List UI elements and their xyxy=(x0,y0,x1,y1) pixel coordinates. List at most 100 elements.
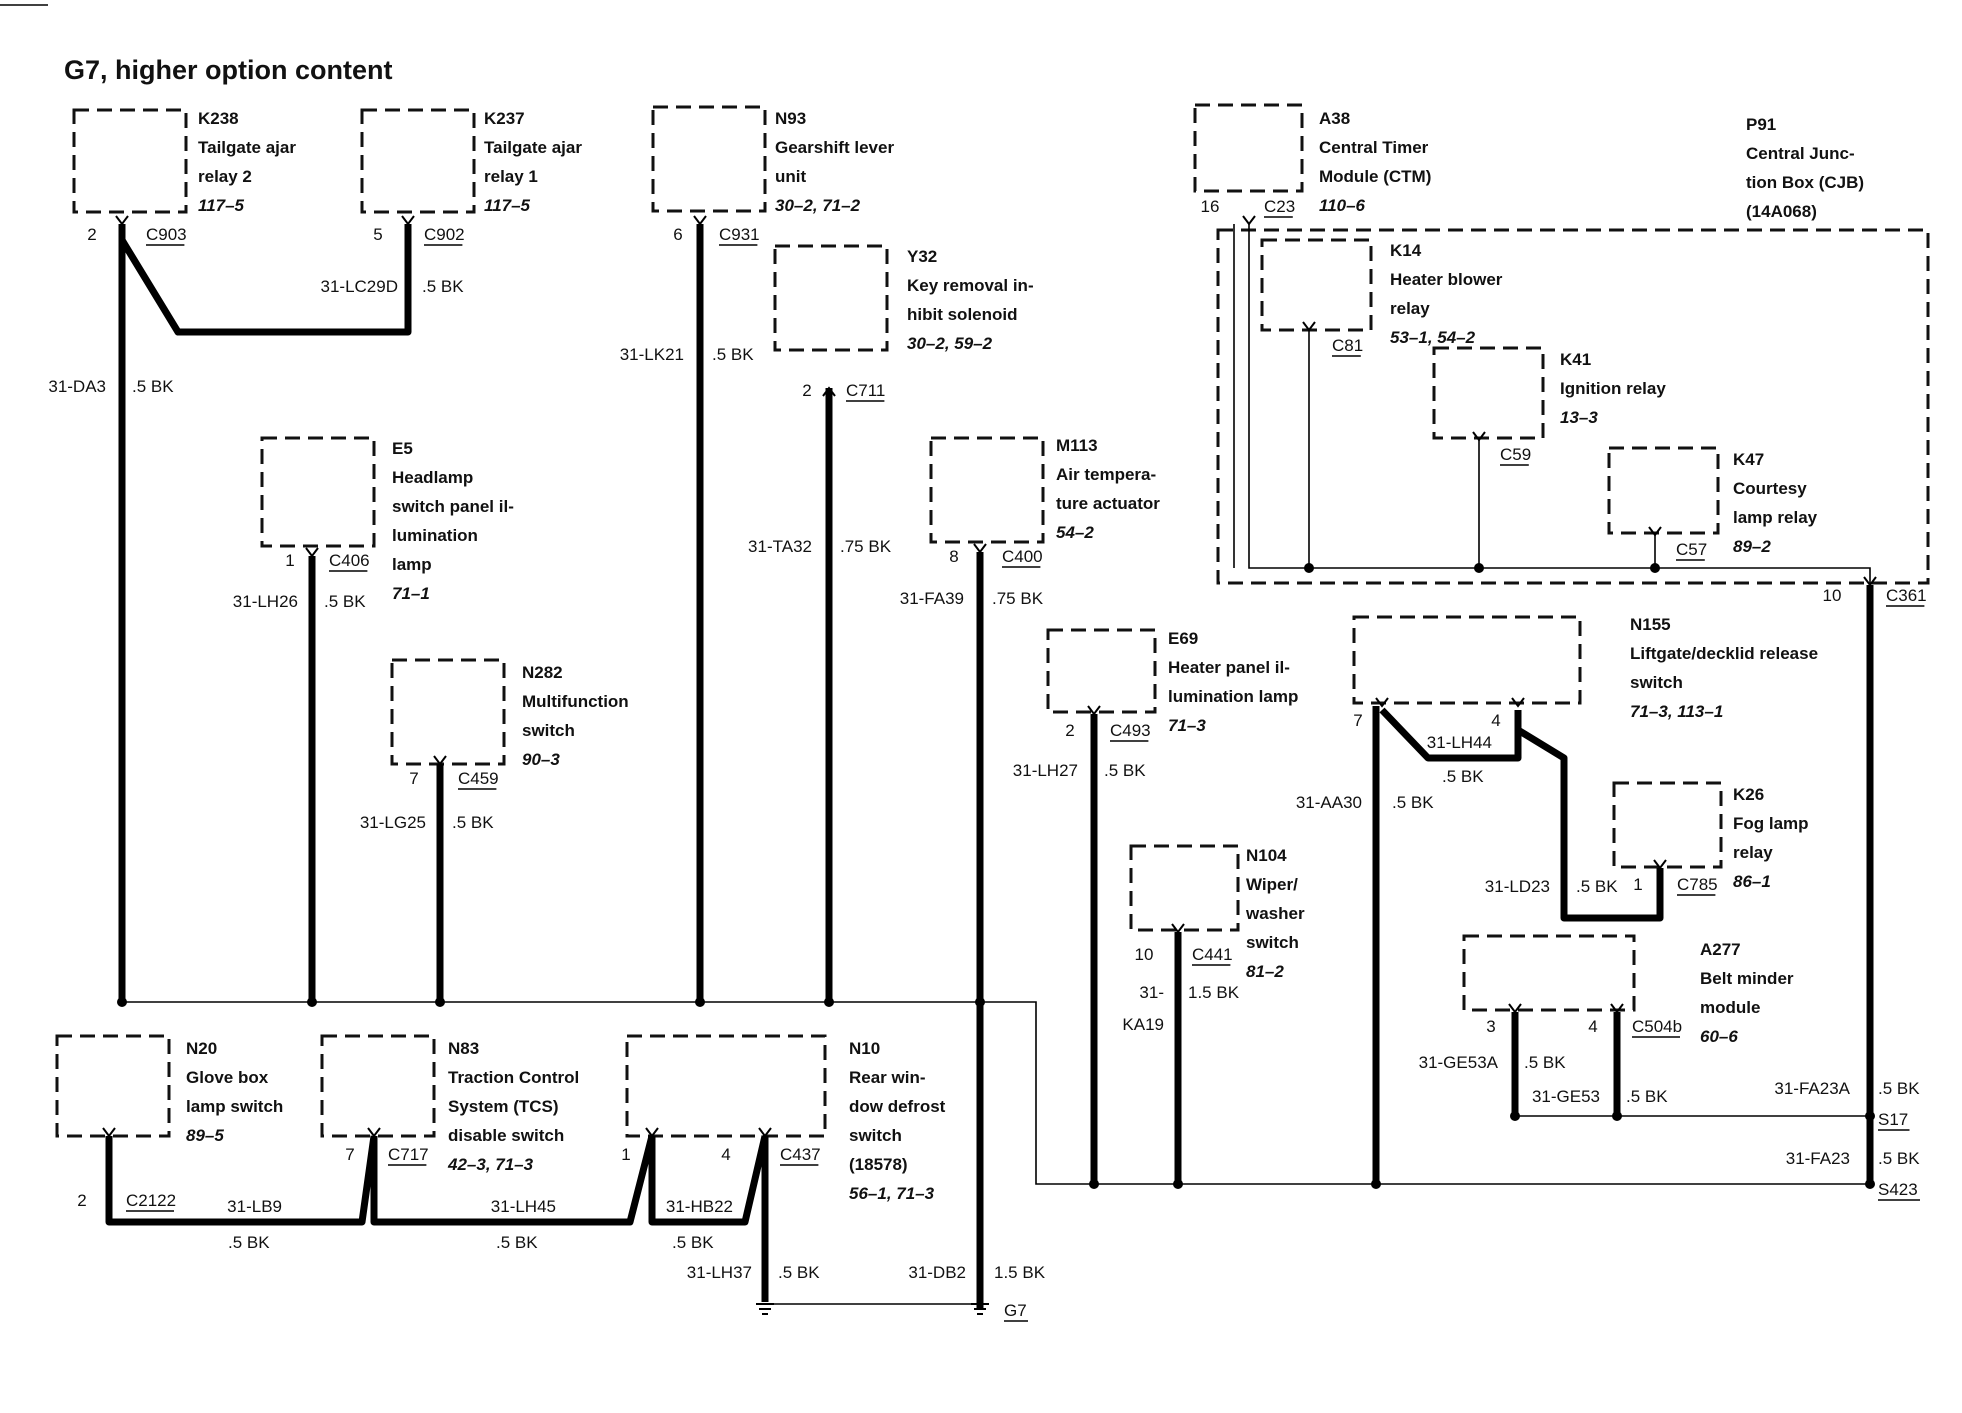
splice-dot xyxy=(307,997,317,1007)
component-n83-ref: 42–3, 71–3 xyxy=(447,1155,534,1174)
connector-pin-number: 1 xyxy=(285,551,294,570)
component-box-k26 xyxy=(1612,781,1723,869)
component-k238-ref: 117–5 xyxy=(198,196,245,215)
component-n155-name-line: Liftgate/decklid release xyxy=(1630,644,1818,663)
connector-pin-number: 1 xyxy=(1633,875,1642,894)
component-n20-id: N20 xyxy=(186,1039,217,1058)
wire-circuit-label: 31-FA23A xyxy=(1774,1079,1850,1098)
component-box-y32 xyxy=(773,244,889,352)
splice-dot xyxy=(1612,1111,1622,1121)
component-p91-name-line: (14A068) xyxy=(1746,202,1817,221)
wire-size-label: .5 BK xyxy=(1626,1087,1668,1106)
connector-arrow xyxy=(1511,697,1525,708)
component-a38-ref: 110–6 xyxy=(1319,196,1366,215)
component-n282-name-line: Multifunction xyxy=(522,692,629,711)
splice-dot xyxy=(695,997,705,1007)
wire-circuit-label: KA19 xyxy=(1122,1015,1164,1034)
component-n282-ref: 90–3 xyxy=(522,750,560,769)
connector-c57: C57 xyxy=(1676,540,1707,559)
connector-pin-number: 2 xyxy=(77,1191,86,1210)
component-a38-name-line: Central Timer xyxy=(1319,138,1429,157)
wire-size-label: .5 BK xyxy=(422,277,464,296)
connector-pin-number: 7 xyxy=(409,769,418,788)
component-k41-id: K41 xyxy=(1560,350,1591,369)
wire-circuit-label: 31-HB22 xyxy=(666,1197,733,1216)
splice-dot xyxy=(824,997,834,1007)
component-n104-id: N104 xyxy=(1246,846,1287,865)
connector-c717: C717 xyxy=(388,1145,429,1164)
connector-pin-number: 2 xyxy=(802,381,811,400)
component-box-n282 xyxy=(390,658,506,766)
component-box-m113 xyxy=(929,436,1045,544)
component-y32-id: Y32 xyxy=(907,247,937,266)
wire-circuit-label: 31- xyxy=(1139,983,1164,1002)
component-box-k237 xyxy=(360,108,476,214)
component-box-n83 xyxy=(320,1034,436,1138)
connector-pin-number: 8 xyxy=(949,547,958,566)
connector-arrow xyxy=(973,543,987,554)
connector-c59: C59 xyxy=(1500,445,1531,464)
connector-arrow xyxy=(693,215,707,226)
component-y32-name-line: Key removal in- xyxy=(907,276,1034,295)
wire-circuit-label: 31-DA3 xyxy=(48,377,106,396)
splice-dot xyxy=(1474,563,1484,573)
component-n93-name-line: unit xyxy=(775,167,806,186)
component-n83-name-line: disable switch xyxy=(448,1126,564,1145)
splice-dot xyxy=(1304,563,1314,573)
component-p91-name-line: tion Box (CJB) xyxy=(1746,173,1864,192)
splice-dot xyxy=(1173,1179,1183,1189)
wire-size-label: .5 BK xyxy=(672,1233,714,1252)
component-p91-id: P91 xyxy=(1746,115,1776,134)
connector-c785: C785 xyxy=(1677,875,1718,894)
connector-c437: C437 xyxy=(780,1145,821,1164)
wire-circuit-label: 31-TA32 xyxy=(748,537,812,556)
splice-dot xyxy=(1650,563,1660,573)
component-n155-id: N155 xyxy=(1630,615,1671,634)
connector-c459: C459 xyxy=(458,769,499,788)
splice-dot xyxy=(1371,1179,1381,1189)
wire-segment xyxy=(105,1135,378,1226)
wire-circuit-label: 31-DB2 xyxy=(908,1263,966,1282)
component-k41-name-line: Ignition relay xyxy=(1560,379,1666,398)
component-e69-id: E69 xyxy=(1168,629,1198,648)
connector-pin-number: 10 xyxy=(1823,586,1842,605)
component-e69-ref: 71–3 xyxy=(1168,716,1206,735)
component-box-e5 xyxy=(260,436,376,548)
connector-c81: C81 xyxy=(1332,336,1363,355)
connector-c902: C902 xyxy=(424,225,465,244)
component-e5-name-line: Headlamp xyxy=(392,468,473,487)
component-k26-ref: 86–1 xyxy=(1733,872,1771,891)
connector-arrow xyxy=(115,215,129,226)
component-k14-id: K14 xyxy=(1390,241,1422,260)
splice-dot xyxy=(1510,1111,1520,1121)
ground-label: G7 xyxy=(1004,1301,1027,1320)
wire-circuit-label: 31-LD23 xyxy=(1485,877,1550,896)
wire-circuit-label: 31-LH26 xyxy=(233,592,298,611)
component-a277-name-line: Belt minder xyxy=(1700,969,1794,988)
component-box-a38 xyxy=(1193,103,1304,193)
component-e5-id: E5 xyxy=(392,439,413,458)
component-a277-id: A277 xyxy=(1700,940,1741,959)
component-k14-name-line: relay xyxy=(1390,299,1430,318)
component-n83-name-line: Traction Control xyxy=(448,1068,579,1087)
component-n10-name-line: (18578) xyxy=(849,1155,908,1174)
connector-c504b: C504b xyxy=(1632,1017,1682,1036)
component-n93-name-line: Gearshift lever xyxy=(775,138,894,157)
connector-pin-number: 2 xyxy=(1065,721,1074,740)
component-k237-name-line: relay 1 xyxy=(484,167,538,186)
wire-circuit-label: 31-LC29D xyxy=(321,277,399,296)
component-n93-ref: 30–2, 71–2 xyxy=(775,196,861,215)
component-k238-id: K238 xyxy=(198,109,239,128)
wire-circuit-label: 31-LB9 xyxy=(227,1197,282,1216)
component-e69-name-line: lumination lamp xyxy=(1168,687,1298,706)
wire-segment xyxy=(648,1135,769,1226)
wire-size-label: .5 BK xyxy=(778,1263,820,1282)
component-box-a277 xyxy=(1462,934,1636,1012)
component-box-n10 xyxy=(625,1034,827,1138)
component-k14-ref: 53–1, 54–2 xyxy=(1390,328,1476,347)
component-y32-name-line: hibit solenoid xyxy=(907,305,1018,324)
component-k238-name-line: Tailgate ajar xyxy=(198,138,296,157)
connector-c903: C903 xyxy=(146,225,187,244)
component-k26-name-line: relay xyxy=(1733,843,1773,862)
